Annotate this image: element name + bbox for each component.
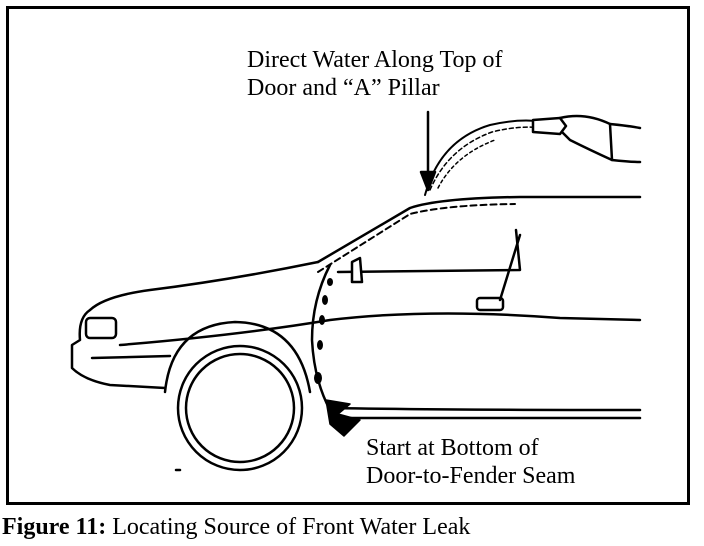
wheel-icon <box>178 346 302 470</box>
door-fender-seam <box>312 265 330 410</box>
instruction-bottom-line1: Start at Bottom of <box>366 434 575 462</box>
a-pillar-seal <box>318 204 515 272</box>
instruction-top-line1: Direct Water Along Top of <box>247 46 502 74</box>
instruction-top: Direct Water Along Top of Door and “A” P… <box>247 46 502 102</box>
figure-caption-text: Locating Source of Front Water Leak <box>106 514 470 540</box>
down-arrow-icon <box>421 112 435 190</box>
water-stream <box>425 121 545 195</box>
roof-line <box>318 197 640 262</box>
bumper-line <box>92 356 170 358</box>
headlight-icon <box>86 318 116 338</box>
body-line <box>120 313 640 345</box>
b-pillar <box>500 235 520 300</box>
pointer-arrow-icon <box>326 400 360 436</box>
water-drops-icon <box>314 278 333 384</box>
figure-number: Figure 11: <box>2 514 106 540</box>
instruction-top-line2: Door and “A” Pillar <box>247 74 502 102</box>
door-window-frame <box>338 230 520 272</box>
hood-line <box>90 262 318 310</box>
mirror <box>352 258 362 282</box>
hand-icon <box>560 116 612 160</box>
rocker-line <box>330 408 640 410</box>
figure-caption: Figure 11: Locating Source of Front Wate… <box>2 512 470 542</box>
instruction-bottom-line2: Door-to-Fender Seam <box>366 462 575 490</box>
instruction-bottom: Start at Bottom of Door-to-Fender Seam <box>366 434 575 490</box>
